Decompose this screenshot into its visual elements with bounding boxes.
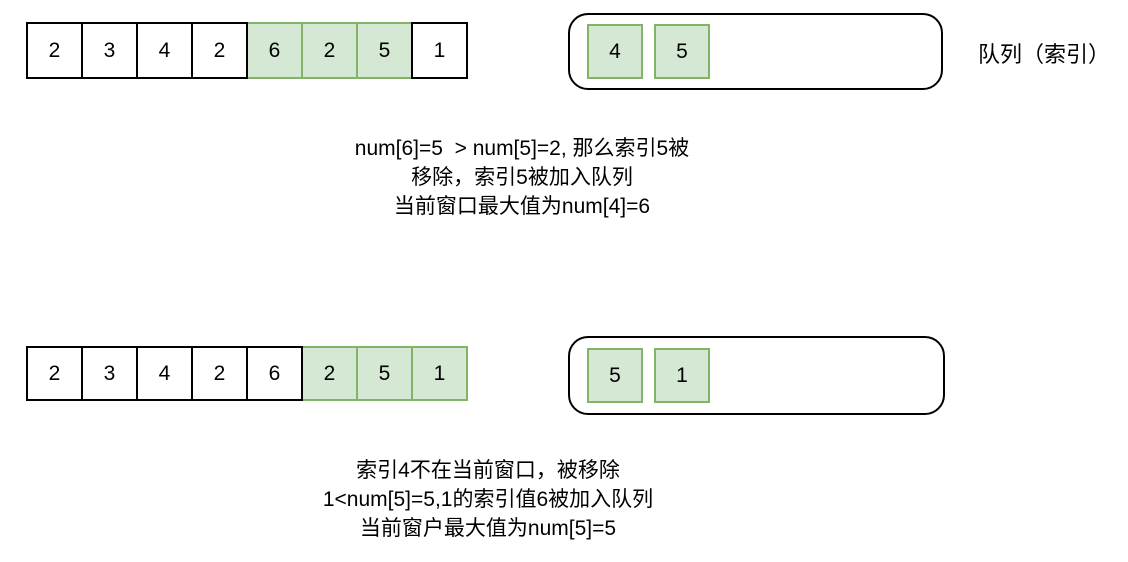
array-cell: 4 — [136, 22, 193, 79]
queue-item: 5 — [654, 24, 710, 79]
array-cell-window: 6 — [246, 22, 303, 79]
array-cell-window: 5 — [356, 346, 413, 401]
caption-line: 1<num[5]=5,1的索引值6被加入队列 — [322, 488, 654, 511]
caption-step-1: num[6]=5 > num[5]=2, 那么索引5被移除，索引5被加入队列当前… — [355, 134, 689, 221]
queue-index-label: 队列（索引） — [978, 42, 1111, 67]
queue-item: 1 — [654, 348, 710, 403]
array-cell-window: 5 — [356, 22, 413, 79]
array-cell: 2 — [191, 22, 248, 79]
array-cell: 6 — [246, 346, 303, 401]
array-cell-window: 1 — [411, 346, 468, 401]
array-cell-window: 2 — [301, 22, 358, 79]
caption-line: num[6]=5 > num[5]=2, 那么索引5被 — [354, 137, 690, 160]
caption-line: 移除，索引5被加入队列 — [411, 166, 633, 189]
queue-item: 4 — [587, 24, 643, 79]
caption-line: 索引4不在当前窗口，被移除 — [356, 459, 620, 482]
caption-line: 当前窗户最大值为num[5]=5 — [359, 517, 617, 540]
array-cell: 3 — [81, 346, 138, 401]
array-cell-window: 2 — [301, 346, 358, 401]
queue-item: 5 — [587, 348, 643, 403]
array-cell: 3 — [81, 22, 138, 79]
array-cell: 4 — [136, 346, 193, 401]
array-cell: 1 — [411, 22, 468, 79]
caption-step-2: 索引4不在当前窗口，被移除 1<num[5]=5,1的索引值6被加入队列当前窗户最… — [323, 456, 653, 543]
array-cell: 2 — [26, 346, 83, 401]
array-cell: 2 — [191, 346, 248, 401]
array-cell: 2 — [26, 22, 83, 79]
caption-line: 当前窗口最大值为num[4]=6 — [393, 195, 651, 218]
